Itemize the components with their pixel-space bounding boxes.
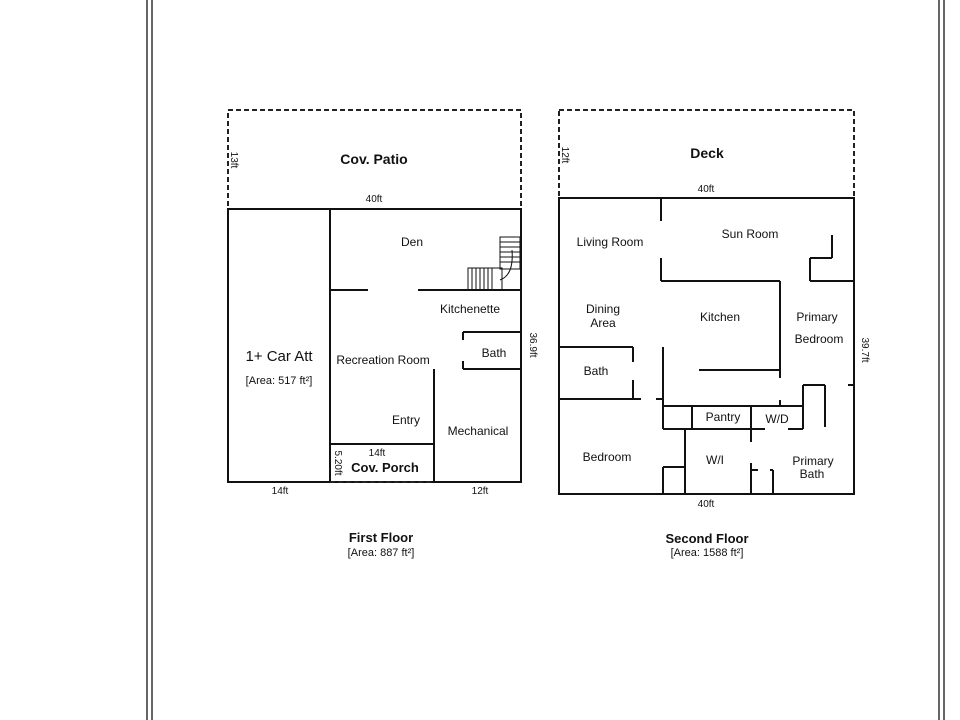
second-floor-area: [Area: 1588 ft²] [671,547,744,559]
dim-porch-width: 14ft [369,448,386,459]
first-floor-outline [227,208,522,483]
page-border-left [146,0,153,720]
first-floor-title: First Floor [349,530,413,545]
first-floor-area: [Area: 887 ft²] [348,547,415,559]
room-primary-bedroom-line1: Primary [796,310,837,324]
second-floor-walls [559,198,854,494]
garage-area: [Area: 517 ft²] [246,375,313,387]
second-floor-plan: Deck 40ft 12ft Living Room Sun Room Dini… [558,109,870,559]
room-kitchenette: Kitchenette [440,302,500,316]
room-bath: Bath [482,346,507,360]
dim-patio-width: 40ft [366,194,383,205]
first-floor-walls [329,209,521,482]
dim-patio-depth: 13ft [228,152,239,169]
room-mechanical: Mechanical [448,424,509,438]
room-den: Den [401,235,423,249]
room-washer-dryer: W/D [765,412,789,426]
room-deck: Deck [690,145,724,161]
page-border-right [938,0,945,720]
room-dining-line1: Dining [586,302,620,316]
dim-second-width: 40ft [698,499,715,510]
room-living: Living Room [577,235,644,249]
room-primary-bath-line2: Bath [800,467,825,481]
room-walk-in: W/I [706,453,724,467]
room-recreation: Recreation Room [336,353,429,367]
room-kitchen: Kitchen [700,310,740,324]
dim-deck-width: 40ft [698,184,715,195]
dim-first-depth: 36.9ft [527,332,538,357]
room-primary-bath-line1: Primary [792,454,833,468]
room-primary-bedroom-line2: Bedroom [795,332,844,346]
room-bedroom: Bedroom [583,450,632,464]
room-dining-line2: Area [590,316,616,330]
room-entry: Entry [392,413,420,427]
room-garage: 1+ Car Att [245,348,313,365]
dim-garage-width: 14ft [272,486,289,497]
dim-second-depth: 39.7ft [859,337,870,362]
dim-deck-depth: 12ft [559,147,570,164]
room-pantry: Pantry [706,410,741,424]
first-floor-plan: Cov. Patio 40ft 13ft Den Kitchenette Bat… [227,109,538,559]
room-bath-2: Bath [584,364,609,378]
second-floor-title: Second Floor [665,531,748,546]
stairs [467,236,521,291]
room-sun: Sun Room [722,227,779,241]
room-covered-porch: Cov. Porch [351,460,419,475]
room-covered-patio: Cov. Patio [340,151,407,167]
dim-right-width: 12ft [472,486,489,497]
dim-porch-depth: 5.20ft [332,450,343,475]
